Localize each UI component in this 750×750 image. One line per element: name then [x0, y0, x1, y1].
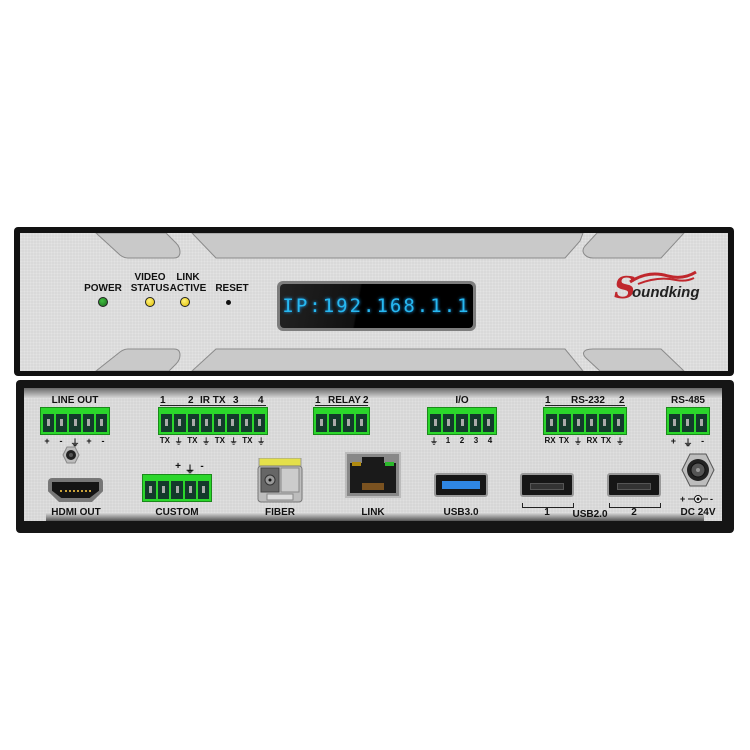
line-out-title: LINE OUT	[51, 395, 99, 406]
usb2-bracket-1	[522, 503, 574, 508]
rs485-pin-labels: +⏚-	[670, 436, 705, 448]
rear-top-shadow	[24, 388, 722, 398]
relay-header: 1 RELAY 2	[315, 395, 369, 406]
dc-power-jack[interactable]	[681, 453, 715, 487]
usb2-port-1-label: 1	[544, 507, 550, 518]
ir-tx-pin-labels: TX⏚TX⏚TX⏚TX⏚	[159, 436, 266, 446]
ip-address-display: IP:192.168.1.1	[280, 284, 473, 328]
hdmi-out-port[interactable]	[48, 478, 103, 502]
rs485-title: RS-485	[671, 395, 705, 406]
power-led	[98, 297, 108, 307]
video-label-line1: VIDEO	[134, 272, 166, 283]
usb2-port-1[interactable]	[520, 473, 574, 497]
usb2-port-2[interactable]	[607, 473, 661, 497]
usb2-bracket-2	[609, 503, 661, 508]
fiber-sfp-port[interactable]	[257, 458, 303, 504]
dc-polarity-icon: + -	[680, 494, 713, 504]
relay-terminal[interactable]	[313, 407, 370, 435]
logo-text: oundking	[632, 284, 700, 301]
vfd-display: IP:192.168.1.1	[277, 281, 476, 331]
video-status-label: STATUS	[130, 283, 170, 294]
video-status-led	[145, 297, 155, 307]
io-title: I/O	[455, 395, 469, 406]
io-terminal[interactable]	[427, 407, 497, 435]
custom-terminal[interactable]	[142, 474, 212, 502]
logo-initial: S	[614, 271, 636, 306]
ir-tx-terminal[interactable]	[158, 407, 268, 435]
dc-24v-label: DC 24V	[680, 507, 716, 518]
svg-text:+: +	[680, 494, 685, 504]
logo-swoosh-icon	[629, 270, 697, 285]
ir-tx-header: 1 2 IR TX 3 4	[158, 396, 268, 408]
reset-label: RESET	[215, 283, 249, 294]
link-label: LINK	[361, 507, 385, 518]
link-rj45-port[interactable]	[345, 452, 401, 498]
link-active-label: ACTIVE	[169, 283, 207, 294]
fiber-label: FIBER	[265, 507, 295, 518]
power-label: POWER	[84, 283, 122, 294]
rs232-header: 1 RS-232 2	[545, 395, 625, 406]
ethernet-icon	[350, 457, 396, 493]
custom-pin-labels: +⏚-	[175, 461, 204, 476]
hdmi-out-label: HDMI OUT	[51, 507, 101, 518]
reset-button[interactable]	[226, 300, 231, 305]
link-label-line1: LINK	[176, 272, 200, 283]
usb2-label: USB2.0	[572, 509, 608, 520]
svg-text:-: -	[710, 494, 713, 504]
line-out-pin-labels: +-⏚+-	[44, 436, 105, 448]
rear-bottom-shadow	[46, 513, 704, 521]
custom-label: CUSTOM	[155, 507, 199, 518]
link-active-led	[180, 297, 190, 307]
usb2-port-2-label: 2	[631, 507, 637, 518]
audio-jack-icon[interactable]	[62, 446, 80, 464]
bezel-decoration	[95, 233, 685, 371]
rs232-terminal[interactable]	[543, 407, 627, 435]
usb3-label: USB3.0	[443, 507, 479, 518]
line-out-terminal[interactable]	[40, 407, 110, 435]
usb3-port[interactable]	[434, 473, 488, 497]
rs485-terminal[interactable]	[666, 407, 710, 435]
soundking-logo: S oundking	[614, 268, 710, 304]
